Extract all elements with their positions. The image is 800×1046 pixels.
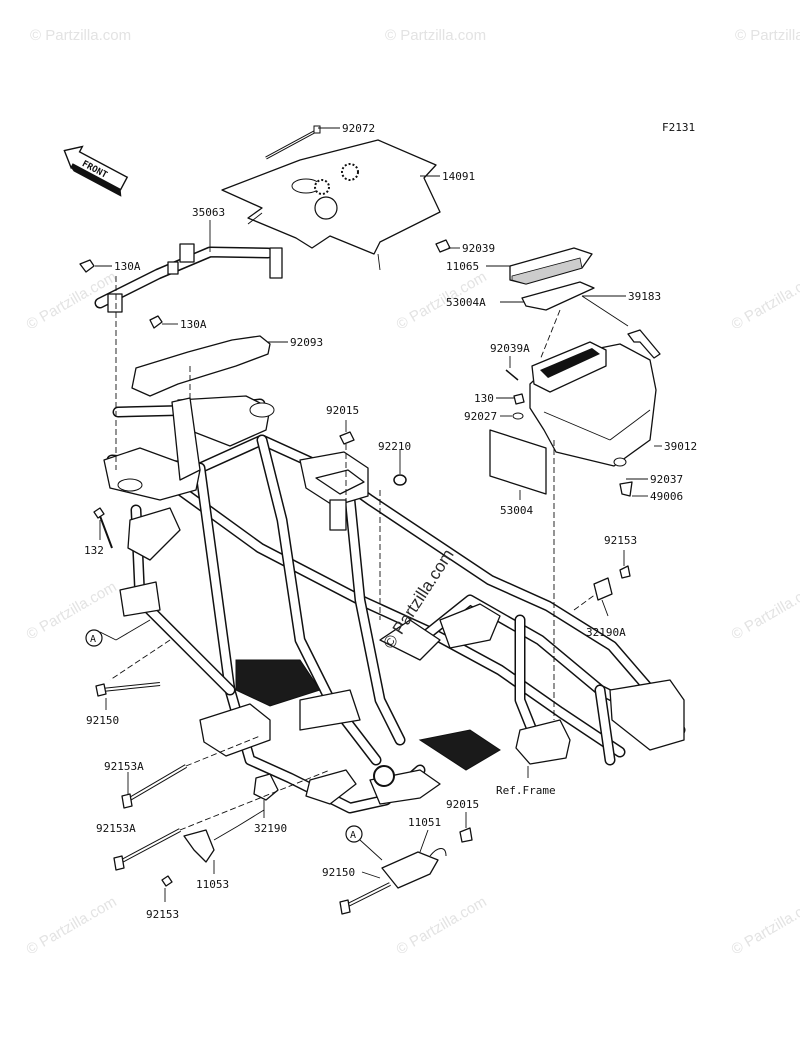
label-92210: 92210 xyxy=(378,440,411,453)
circle-marker-a-label: A xyxy=(90,634,96,645)
label-49006: 49006 xyxy=(650,490,683,503)
pad-53004a-part xyxy=(521,281,595,311)
label-130a: 130A xyxy=(114,260,141,273)
label-32190a: 32190A xyxy=(586,626,626,639)
label-92027: 92027 xyxy=(464,410,497,423)
watermark-text: © Partzilla.com xyxy=(385,27,486,44)
watermark-text: © Partzilla.com xyxy=(735,27,800,44)
label-92093: 92093 xyxy=(290,336,323,349)
label-35063: 35063 xyxy=(192,206,225,219)
label-130a: 130A xyxy=(180,318,207,331)
front-arrow-icon: FRONT xyxy=(63,145,129,197)
label-92153a: 92153A xyxy=(96,822,136,835)
label-92015: 92015 xyxy=(326,404,359,417)
guard-bar-35063-part xyxy=(94,243,283,313)
watermark-text: © Partzilla.com xyxy=(394,893,490,958)
label-53004a: 53004A xyxy=(446,296,486,309)
label-32190: 32190 xyxy=(254,822,287,835)
main-frame-part xyxy=(103,395,686,814)
watermark-text: © Partzilla.com xyxy=(729,578,800,643)
label-11051: 11051 xyxy=(408,816,441,829)
label-92153a: 92153A xyxy=(104,760,144,773)
bolt-92072-part xyxy=(265,125,321,160)
label-92015: 92015 xyxy=(446,798,479,811)
label-92039: 92039 xyxy=(462,242,495,255)
label-53004-part xyxy=(489,429,547,495)
watermark-text: © Partzilla.com xyxy=(729,268,800,333)
bracket-39183-part xyxy=(627,329,661,359)
watermark-text: © Partzilla.com xyxy=(729,893,800,958)
label-11053: 11053 xyxy=(196,878,229,891)
circle-marker-a-label: A xyxy=(350,830,356,841)
label-11065: 11065 xyxy=(446,260,479,273)
toolbox-39012-part xyxy=(529,341,657,467)
label-92153: 92153 xyxy=(604,534,637,547)
label-92037: 92037 xyxy=(650,473,683,486)
watermark-text: © Partzilla.com xyxy=(24,893,120,958)
circle-marker-a-left: A xyxy=(85,629,103,647)
label-132: 132 xyxy=(84,544,104,557)
figure-code: F2131 xyxy=(662,121,695,134)
watermark-text: © Partzilla.com xyxy=(30,27,131,44)
label-14091: 14091 xyxy=(442,170,475,183)
label-92153: 92153 xyxy=(146,908,179,921)
label-92039a: 92039A xyxy=(490,342,530,355)
label-92150: 92150 xyxy=(322,866,355,879)
leader-lines xyxy=(95,127,662,902)
label-39183: 39183 xyxy=(628,290,661,303)
label-39012: 39012 xyxy=(664,440,697,453)
ref-frame-label: Ref.Frame xyxy=(496,784,556,797)
label-92150: 92150 xyxy=(86,714,119,727)
label-92072: 92072 xyxy=(342,122,375,135)
watermark-text: © Partzilla.com xyxy=(24,578,120,643)
label-130: 130 xyxy=(474,392,494,405)
part-labels: 92072 14091 35063 130A 130A 92039 11065 … xyxy=(84,122,697,921)
circle-marker-a-bottom: A xyxy=(345,825,363,843)
cover-92093-part xyxy=(131,335,271,397)
skid-plate-part xyxy=(221,139,441,271)
label-53004: 53004 xyxy=(500,504,533,517)
pad-11065-part xyxy=(509,247,593,285)
